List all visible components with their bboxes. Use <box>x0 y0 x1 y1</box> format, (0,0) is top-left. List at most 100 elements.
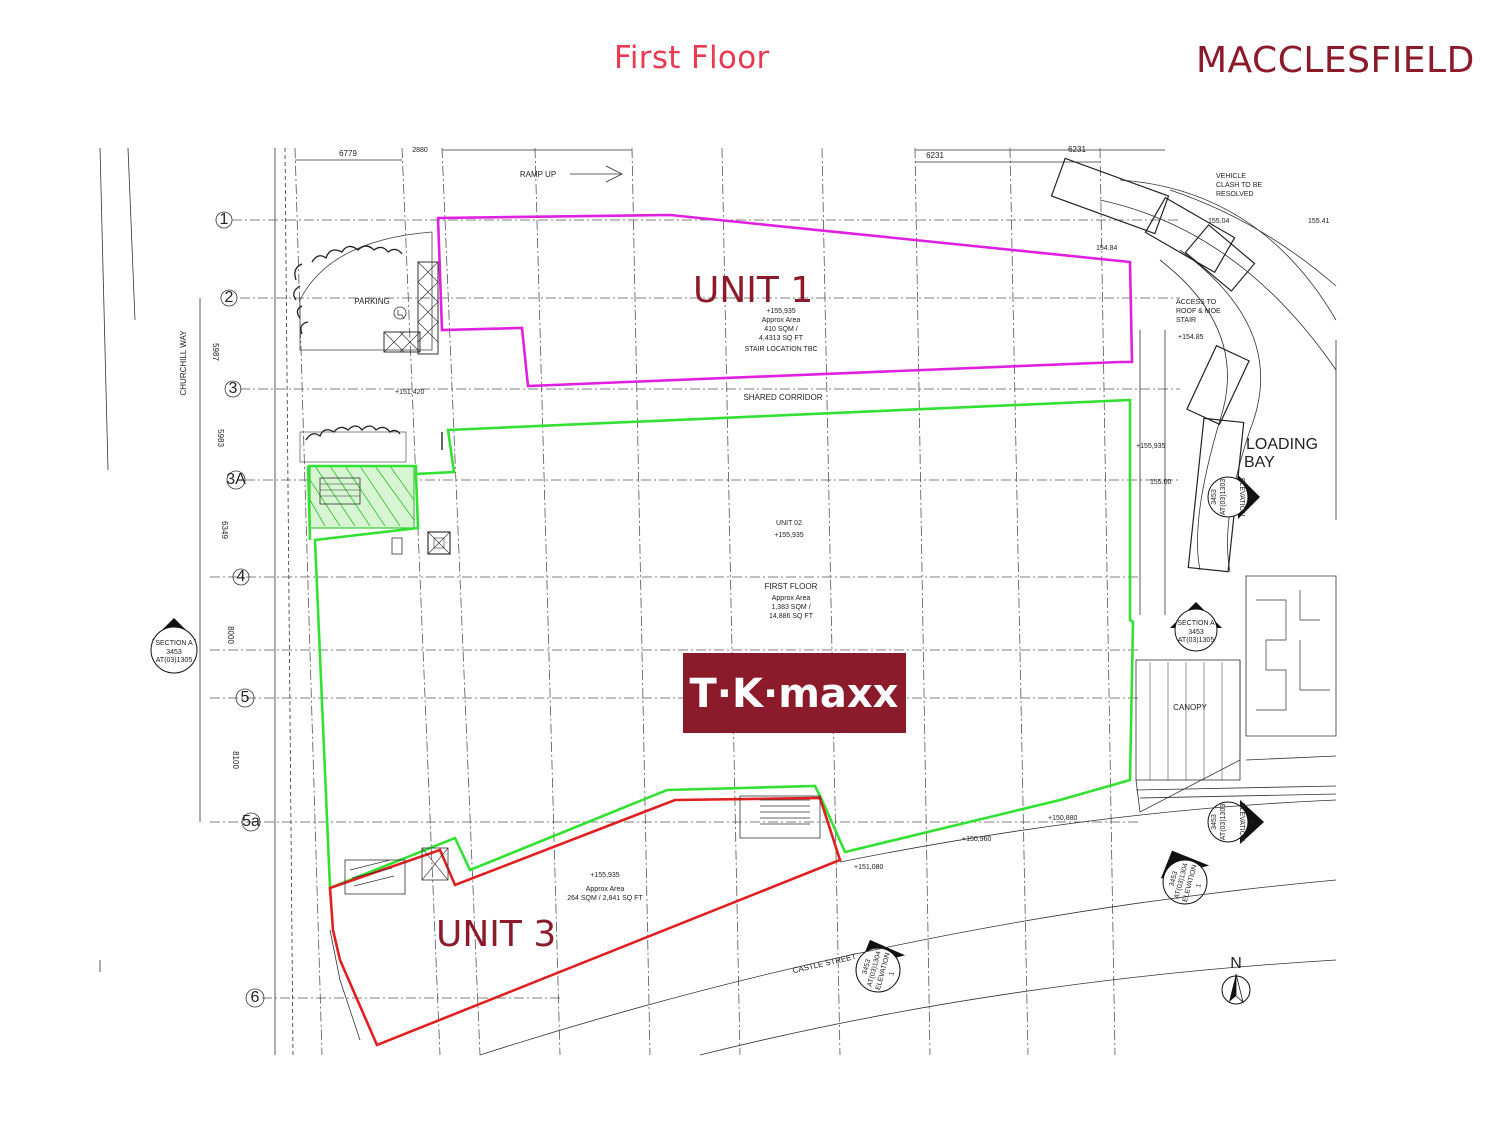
unit-3-area: +155,935 Approx Area 264 SQM / 2,841 SQ … <box>567 872 643 902</box>
unit-2-floor: FIRST FLOOR <box>765 582 818 591</box>
page-subtitle: First Floor <box>614 40 770 76</box>
unit-3-level: +155,935 <box>590 872 619 879</box>
grid-label-3a: 3A <box>226 471 246 488</box>
level-8: +150,880 <box>1048 815 1077 822</box>
vehicle-note-1: VEHICLE <box>1216 173 1246 180</box>
level-7: 155.41 <box>1308 218 1330 225</box>
unit-2-area-sqm: 1,383 SQM / <box>771 604 810 611</box>
grid-label-6: 6 <box>251 989 260 1006</box>
unit-2-label: UNIT 02 <box>776 520 802 527</box>
unit-3-area-label: Approx Area <box>586 886 625 893</box>
elevation-4-ref2: AT(03)1303 <box>1220 804 1227 841</box>
hedge-middle <box>299 425 443 463</box>
section-a-left-ref1: 3453 <box>166 649 182 656</box>
grid-label-4: 4 <box>237 568 246 585</box>
dimension-top-4: 6231 <box>1068 145 1086 154</box>
stair-unit3-east <box>739 795 821 839</box>
plan-annotations: VEHICLE CLASH TO BE RESOLVED ACCESS TO R… <box>743 173 1318 975</box>
unit-3-outline[interactable] <box>328 796 842 1047</box>
unit-1-outline[interactable] <box>436 213 1134 388</box>
level-4: +154.85 <box>1178 334 1204 341</box>
level-3: 155.00 <box>1150 479 1172 486</box>
unit-1-level: +155,935 <box>766 308 795 315</box>
elevation-1b-num: 1 <box>888 971 896 977</box>
access-note-3: STAIR <box>1176 317 1196 324</box>
elevation-marker-1b: 3453 AT(03)1304 ELEVATION 1 <box>855 939 906 993</box>
unit-2-area: UNIT 02 +155,935 FIRST FLOOR Approx Area… <box>765 520 818 620</box>
parking-area: PARKING <box>293 231 439 355</box>
hedge-top <box>293 245 403 335</box>
unit-1-area: +155,935 Approx Area 410 SQM / 4,4313 SQ… <box>744 308 817 353</box>
accessible-icon <box>393 306 407 320</box>
dimension-top-2: 2880 <box>412 147 428 154</box>
street-edges <box>329 799 1337 1056</box>
grid-label-5a: 5a <box>242 813 260 830</box>
dimension-top-3: 6231 <box>926 151 944 160</box>
elevation-4-num: 4 <box>1248 820 1255 824</box>
dimension-left-2: 5983 <box>216 429 225 447</box>
grid-label-5: 5 <box>241 689 250 706</box>
logo-text: T·K·maxx <box>690 671 899 717</box>
section-a-left-title: SECTION A <box>155 640 193 647</box>
grid-label-3: 3 <box>229 380 238 397</box>
unit-1-area-sqft: 4,4313 SQ FT <box>759 335 804 342</box>
dimension-left-1: 5987 <box>211 343 220 361</box>
loading-bay-label-1: LOADING <box>1246 436 1318 453</box>
elevation-1b-ref1: 3453 <box>861 958 872 975</box>
tkmaxx-logo: T·K·maxx <box>683 653 906 733</box>
section-a-right-title: SECTION A <box>1177 620 1215 627</box>
vehicle-note-2: CLASH TO BE <box>1216 182 1262 189</box>
dimension-top-1: 6779 <box>339 149 357 158</box>
unit-3-area-sqm: 264 SQM / 2,841 SQ FT <box>567 895 643 902</box>
grid-markers: 1 2 3 3A 4 5 5a 6 <box>215 211 265 1008</box>
parking-label: PARKING <box>354 297 389 306</box>
elevation-1a-num: 1 <box>1195 883 1203 889</box>
elevation-marker-2: ELEVATION 2 3453 AT(03)1303 <box>1207 475 1260 519</box>
service-road <box>1099 179 1337 615</box>
access-note-1: ACCESS TO <box>1176 299 1217 306</box>
stair-core-unit3 <box>344 847 449 895</box>
elevation-4-title: ELEVATION <box>1238 803 1245 841</box>
section-a-right-ref1: 3453 <box>1188 629 1204 636</box>
unit-2-area-sqft: 14,886 SQ FT <box>769 613 814 620</box>
section-marker-right: SECTION A 3453 AT(03)1305 <box>1170 602 1222 652</box>
elevation-2-ref1: 3453 <box>1211 489 1218 505</box>
ramp: RAMP UP <box>520 165 623 183</box>
canopy-label: CANOPY <box>1173 703 1207 712</box>
grid-label-1: 1 <box>220 211 229 228</box>
elevation-1a-ref1: 3453 <box>1168 870 1179 887</box>
churchill-way-label: CHURCHILL WAY <box>179 330 188 396</box>
dimension-left-3: 6349 <box>220 521 229 539</box>
ramp-up-label: RAMP UP <box>520 170 556 179</box>
section-a-left-ref2: AT(03)1305 <box>156 657 193 664</box>
structural-grid <box>210 147 1180 1056</box>
unit-1-area-label: Approx Area <box>762 317 801 324</box>
elevation-marker-1a: 3453 AT(03)1304 ELEVATION 1 <box>1160 850 1210 905</box>
canopy: CANOPY <box>1135 659 1241 813</box>
unit-2-outline[interactable] <box>313 398 1135 890</box>
stair-core-unit2 <box>309 465 415 555</box>
elevation-4-ref1: 3453 <box>1211 814 1218 830</box>
elevation-2-title: ELEVATION <box>1238 478 1245 516</box>
level-10: +151,080 <box>854 864 883 871</box>
dimension-left-4: 8000 <box>226 626 235 644</box>
adjacent-building <box>1135 575 1337 799</box>
site-edges <box>99 147 1165 1056</box>
access-note-2: ROOF & MOE <box>1176 308 1221 315</box>
dimensions: 6779 2880 6231 6231 5987 5983 6349 8000 … <box>199 145 1100 822</box>
shared-corridor-label: SHARED CORRIDOR <box>743 393 822 402</box>
level-1: +151,420 <box>395 389 424 396</box>
page-title: MACCLESFIELD <box>1196 40 1475 81</box>
north-arrow-icon: N <box>1221 955 1251 1005</box>
elevation-2-ref2: AT(03)1303 <box>1220 479 1227 516</box>
north-label: N <box>1230 955 1242 972</box>
delivery-vehicle-top <box>1050 157 1256 292</box>
level-9: +150,960 <box>962 836 991 843</box>
level-2: +155,935 <box>1136 443 1165 450</box>
lift-unit2 <box>427 531 451 555</box>
unit-1-area-sqm: 410 SQM / <box>764 326 798 333</box>
unit-2-area-label: Approx Area <box>772 595 811 602</box>
delivery-vehicle-loading <box>1186 344 1250 573</box>
unit-1-note: STAIR LOCATION TBC <box>744 346 817 353</box>
